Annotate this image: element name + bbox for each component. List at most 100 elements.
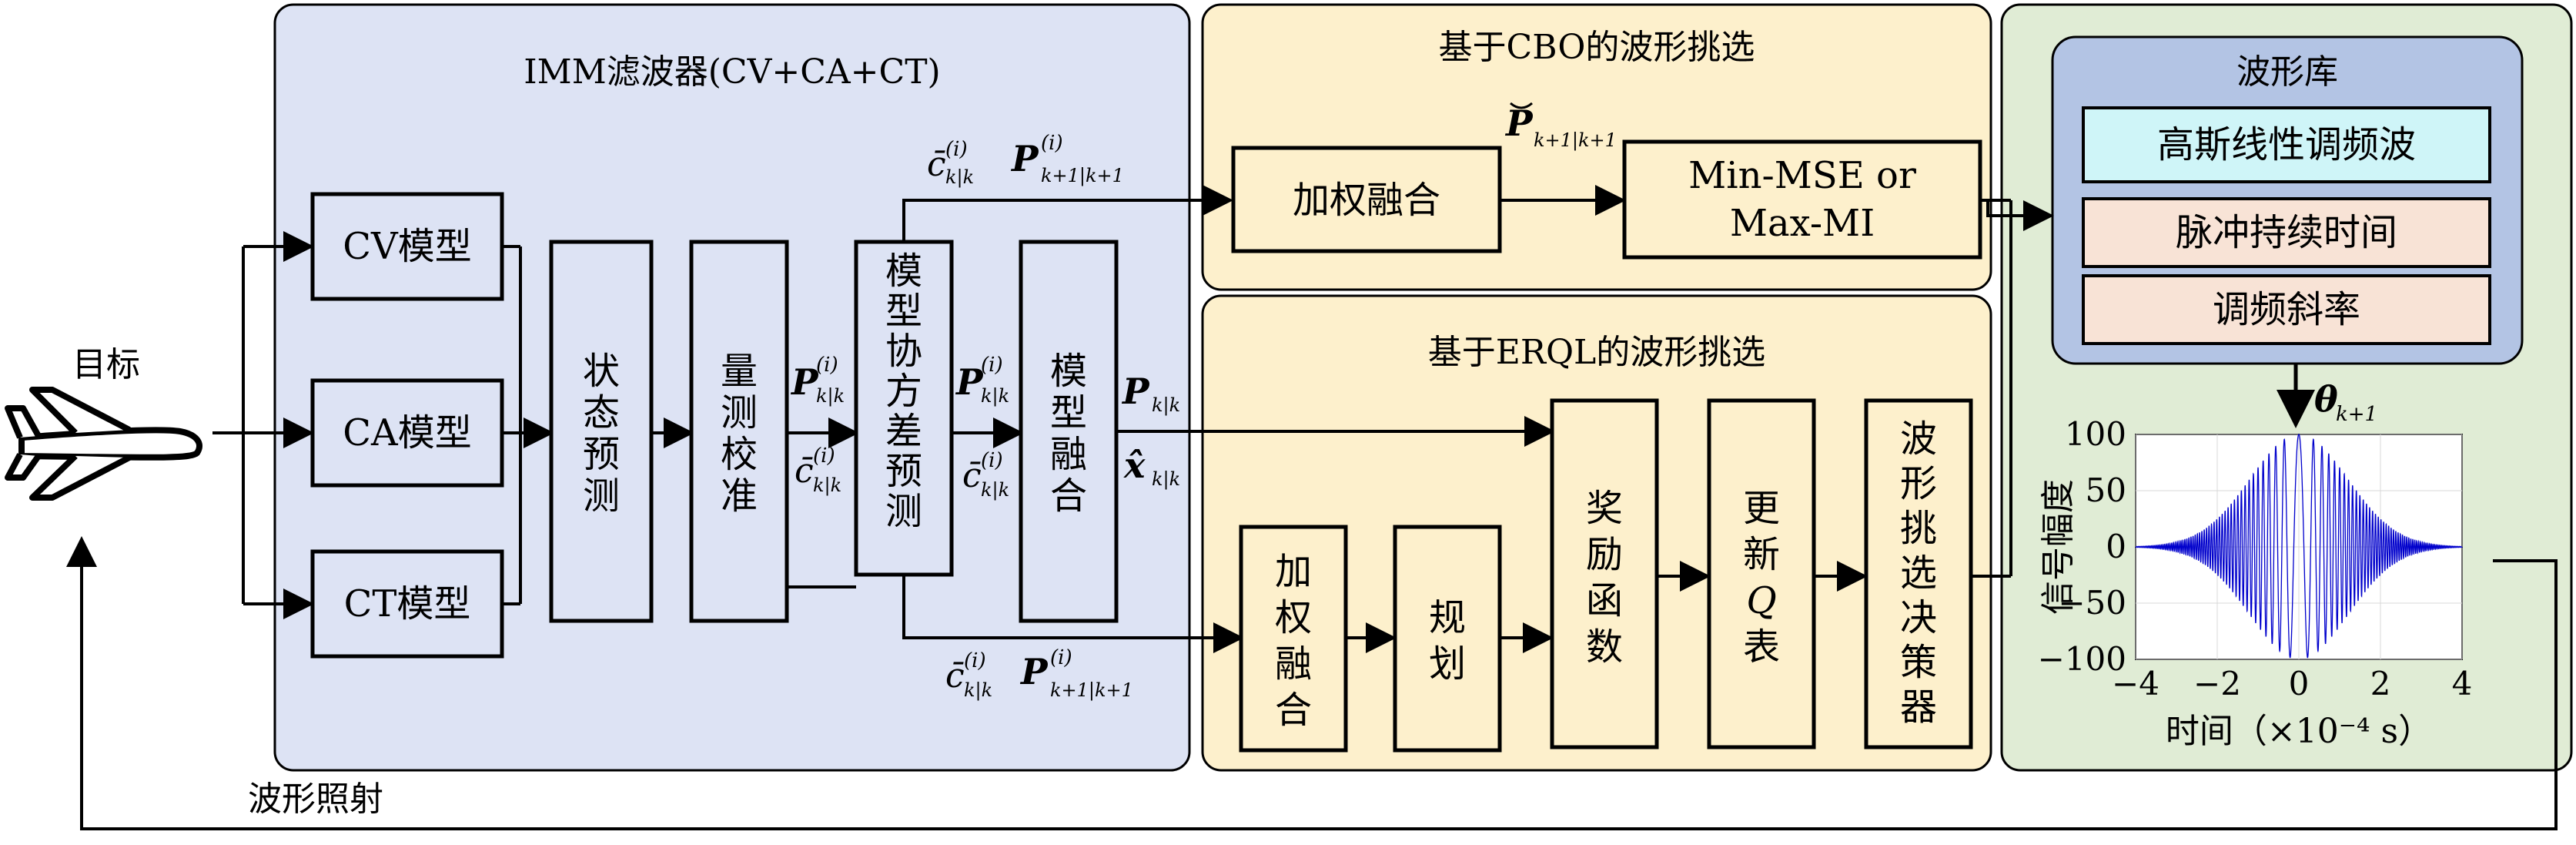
y-tick-label: −100 xyxy=(2038,640,2126,678)
cov-to-erql-line xyxy=(787,575,1244,653)
ca-model-label: CA模型 xyxy=(343,411,471,454)
target-label: 目标 xyxy=(72,345,140,384)
reward-char-1: 奖 xyxy=(1586,487,1623,530)
svg-text:k|k: k|k xyxy=(945,166,974,189)
decision-char-2: 形 xyxy=(1900,462,1937,505)
selection-to-library-lines xyxy=(1971,199,2054,578)
cv-model-label: CV模型 xyxy=(343,225,471,268)
svg-text:(i): (i) xyxy=(981,449,1003,472)
svg-text:k|k: k|k xyxy=(964,679,992,702)
svg-text:P: P xyxy=(1504,102,1534,144)
erql-weighted-fusion-block: 加 权 融 合 xyxy=(1239,525,1348,753)
svg-text:(i): (i) xyxy=(964,649,986,672)
chart-ylabel: 信号幅度 xyxy=(2039,479,2078,615)
svg-text:(i): (i) xyxy=(1041,132,1063,155)
decision-char-7: 器 xyxy=(1900,686,1937,729)
upper-c-label: c̄ (i) k|k xyxy=(927,138,974,189)
model-fusion-block: 模 型 融 合 xyxy=(1019,240,1119,623)
x-tick-label: −4 xyxy=(2112,665,2159,702)
svg-text:k|k: k|k xyxy=(981,385,1009,407)
cov-char-5: 差 xyxy=(885,410,922,453)
svg-text:k|k: k|k xyxy=(813,474,841,497)
decision-char-1: 波 xyxy=(1900,417,1937,461)
library-row-3: 调频斜率 xyxy=(2082,274,2491,345)
cbo-criterion-block: Min-MSE or Max-MI xyxy=(1622,139,1982,260)
fusion-char-1: 模 xyxy=(1050,350,1087,393)
erql-wf-char-4: 合 xyxy=(1275,689,1312,732)
meas-char-4: 准 xyxy=(721,474,758,518)
meas-char-2: 测 xyxy=(721,391,758,434)
svg-text:k|k: k|k xyxy=(1152,394,1180,417)
svg-text:θ: θ xyxy=(2314,378,2338,420)
svg-text:k|k: k|k xyxy=(816,385,845,407)
planning-char-1: 规 xyxy=(1429,596,1466,639)
fusion-char-3: 融 xyxy=(1050,433,1087,476)
svg-text:k|k: k|k xyxy=(981,479,1009,501)
cov-char-2: 型 xyxy=(885,290,922,333)
library-row-2-label: 脉冲持续时间 xyxy=(2176,211,2397,254)
criterion-line-1: Min-MSE or xyxy=(1688,154,1916,197)
svg-text:c̄: c̄ xyxy=(962,456,982,495)
erql-wf-char-3: 融 xyxy=(1275,642,1312,686)
x-tick-label: 4 xyxy=(2452,665,2473,702)
decision-char-5: 决 xyxy=(1900,596,1937,639)
measurement-update-block: 量 测 校 准 xyxy=(689,240,789,623)
cbo-weighted-fusion-block: 加权融合 xyxy=(1231,146,1502,253)
svg-text:k+1|k+1: k+1|k+1 xyxy=(1050,679,1133,702)
meas-char-1: 量 xyxy=(721,350,758,393)
x-tick-label: 2 xyxy=(2370,665,2391,702)
svg-text:c̄: c̄ xyxy=(927,145,946,184)
svg-text:P: P xyxy=(790,361,819,403)
ct-model-block: CT模型 xyxy=(310,549,504,659)
update-q-char-1: 更 xyxy=(1743,487,1780,530)
decision-char-3: 挑 xyxy=(1900,507,1937,550)
library-row-1: 高斯线性调频波 xyxy=(2082,106,2491,183)
fusion-output-p: P k|k xyxy=(1121,371,1180,417)
cov-char-6: 预 xyxy=(885,450,922,493)
cov-char-3: 协 xyxy=(885,330,922,373)
y-tick-label: 0 xyxy=(2106,528,2126,565)
svg-text:(i): (i) xyxy=(813,444,835,468)
y-tick-label: 100 xyxy=(2065,415,2126,453)
update-q-char-3: Q xyxy=(1746,579,1776,622)
theta-label: θ k+1 xyxy=(2314,378,2377,426)
cv-model-block: CV模型 xyxy=(310,192,504,301)
reward-char-4: 数 xyxy=(1586,625,1623,669)
y-tick-label: −50 xyxy=(2058,584,2126,622)
library-row-1-label: 高斯线性调频波 xyxy=(2157,123,2416,166)
planning-block: 规 划 xyxy=(1393,525,1502,753)
fusion-char-4: 合 xyxy=(1050,474,1087,518)
y-tick-label: 50 xyxy=(2086,471,2126,509)
ckk-label-1: c̄ (i) k|k xyxy=(795,444,841,497)
state-pred-char-3: 预 xyxy=(583,433,620,476)
decision-char-4: 选 xyxy=(1900,552,1937,595)
decision-char-6: 策 xyxy=(1900,641,1937,684)
planning-char-2: 划 xyxy=(1429,642,1466,686)
p-breve-label: P k+1|k+1 xyxy=(1504,102,1617,152)
svg-text:(i): (i) xyxy=(816,354,838,377)
erql-title: 基于ERQL的波形挑选 xyxy=(1428,333,1766,372)
svg-text:k+1|k+1: k+1|k+1 xyxy=(1534,129,1617,152)
fusion-char-2: 型 xyxy=(1050,391,1087,434)
pkk-label-2: P (i) k|k xyxy=(955,354,1009,407)
ct-model-label: CT模型 xyxy=(344,582,471,625)
reward-function-block: 奖 励 函 数 xyxy=(1550,398,1659,749)
svg-text:P: P xyxy=(1010,138,1039,179)
state-pred-char-2: 态 xyxy=(583,391,620,434)
model-covariance-prediction-block: 模 型 协 方 差 预 测 xyxy=(854,240,954,577)
lower-c-label: c̄ (i) k|k xyxy=(945,649,992,702)
svg-text:c̄: c̄ xyxy=(945,656,965,696)
library-title: 波形库 xyxy=(2236,52,2338,92)
criterion-line-2: Max-MI xyxy=(1730,202,1875,245)
input-lines xyxy=(212,231,554,619)
library-row-3-label: 调频斜率 xyxy=(2213,288,2360,331)
erql-wf-char-1: 加 xyxy=(1275,550,1312,593)
cov-to-cbo-line xyxy=(902,185,1233,242)
lower-p-label: P (i) k+1|k+1 xyxy=(1019,646,1133,702)
cbo-weighted-fusion-label: 加权融合 xyxy=(1293,179,1440,222)
reward-char-2: 励 xyxy=(1586,533,1623,576)
svg-text:k+1: k+1 xyxy=(2336,403,2377,426)
svg-text:c̄: c̄ xyxy=(795,451,814,491)
